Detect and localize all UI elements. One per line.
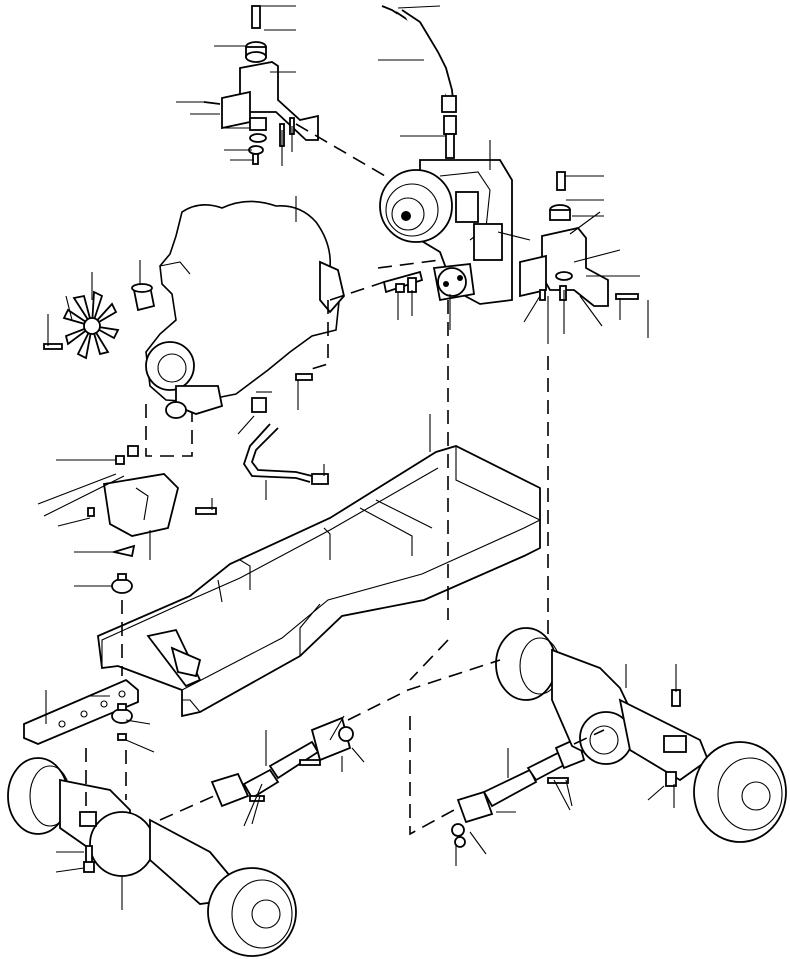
callout-leader-lines [37,5,677,910]
upper-right-mount-bracket [519,171,639,307]
assembly-center-lines [85,123,605,836]
rear-axle-assembly [495,627,787,843]
rear-driveshaft [451,736,586,848]
frame-mount-bracket-left [87,445,217,594]
front-driveshaft [210,716,354,808]
engine-mount-rubber [131,283,156,312]
front-axle-assembly [7,757,297,957]
upper-left-mount-bracket [203,5,319,165]
engine-outline [145,200,345,419]
transmission-assembly [379,159,531,305]
hydraulic-hose-top [381,5,457,159]
chassis-frame [97,445,541,718]
cooling-fan [43,290,120,360]
shift-linkage [295,270,424,381]
hydraulic-hose-middle [243,397,329,485]
axle-mount-plate [23,678,139,745]
